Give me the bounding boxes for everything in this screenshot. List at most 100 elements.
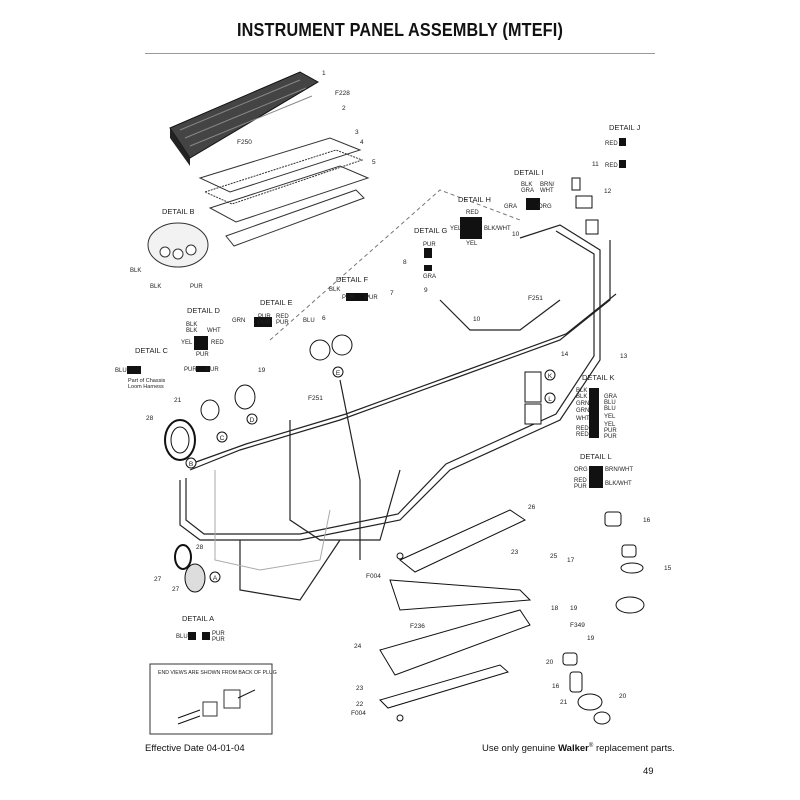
page-title: INSTRUMENT PANEL ASSEMBLY (MTEFI) xyxy=(236,20,564,40)
detail-f-w3: PUR xyxy=(365,295,378,301)
detail-k-r4-r: YEL xyxy=(604,422,616,428)
inset-box xyxy=(149,663,273,735)
detail-f-title: DETAIL F xyxy=(336,275,369,284)
callout-18: 18 xyxy=(551,605,559,612)
dash-outline xyxy=(214,470,331,571)
detail-l-w5: BLK/WHT xyxy=(605,481,632,487)
callout-19: 19 xyxy=(258,367,266,374)
registered-mark: ® xyxy=(588,743,594,749)
callout-19c: 19 xyxy=(587,635,595,642)
detail-e-w6: BLU xyxy=(303,318,315,324)
callout-1: 1 xyxy=(322,70,326,77)
detail-k-title: DETAIL K xyxy=(582,373,615,382)
detail-j-title: DETAIL J xyxy=(609,123,641,132)
detail-i-w4: WHT xyxy=(540,188,554,194)
callout-27: 27 xyxy=(154,576,162,583)
marker-e: E xyxy=(336,370,341,377)
callout-10b: 10 xyxy=(473,316,481,323)
detail-d-w6: PUR xyxy=(196,352,209,358)
detail-k-r4-l: WHT xyxy=(576,416,590,422)
gauge-28 xyxy=(164,419,196,461)
callout-f228: F228 xyxy=(335,90,350,97)
callout-28: 28 xyxy=(146,415,154,422)
callout-28b: 28 xyxy=(196,544,204,551)
callout-23: 23 xyxy=(511,549,519,556)
detail-k-r1-r: BLU xyxy=(604,400,616,406)
detail-i-w2: GRA xyxy=(521,188,534,194)
callout-21: 21 xyxy=(174,397,182,404)
detail-e-w1: GRN xyxy=(232,318,245,324)
marker-l: L xyxy=(548,396,552,403)
detail-c-w1: BLU xyxy=(115,368,127,374)
detail-i-w3: BRN/ xyxy=(540,182,555,188)
wire-harness xyxy=(179,224,617,601)
callout-21b: 21 xyxy=(560,699,568,706)
gauge-27 xyxy=(174,544,206,593)
switch-parts-right xyxy=(562,511,645,725)
detail-b-w1: BLK xyxy=(130,268,141,274)
page-number: 49 xyxy=(643,766,654,777)
detail-a-title: DETAIL A xyxy=(182,614,214,623)
detail-k-r5-r: PUR xyxy=(604,428,617,434)
detail-h-w4: YEL xyxy=(466,241,478,247)
detail-k-r5-l: RED xyxy=(576,426,589,432)
callout-11: 11 xyxy=(592,161,599,168)
title-rule xyxy=(145,53,655,54)
callout-f251b: F251 xyxy=(308,395,323,402)
callout-f004: F004 xyxy=(366,573,381,580)
detail-k-r0-r: GRA xyxy=(604,394,617,400)
callout-8: 8 xyxy=(403,259,407,266)
callout-7: 7 xyxy=(390,290,394,297)
detail-f-w1: BLK xyxy=(329,287,340,293)
detail-d-w5: RED xyxy=(211,340,224,346)
key-switch-19 xyxy=(234,384,256,410)
detail-b-w3: PUR xyxy=(190,284,203,290)
detail-h-title: DETAIL H xyxy=(458,195,491,204)
detail-i-w5: GRA xyxy=(504,204,517,210)
callout-10: 10 xyxy=(512,231,520,238)
detail-c-note1: Part of Chassis xyxy=(128,378,166,384)
detail-d-title: DETAIL D xyxy=(187,306,221,315)
fastener-f004 xyxy=(396,552,404,722)
sensors-right xyxy=(571,177,599,235)
callout-3: 3 xyxy=(355,129,359,136)
detail-f-w2: PUR xyxy=(342,295,355,301)
detail-d-w7: PUR xyxy=(184,367,197,373)
callout-f349: F349 xyxy=(570,622,585,629)
detail-c-note2: Loom Harness xyxy=(128,384,164,390)
detail-k-r3-r: YEL xyxy=(604,414,616,420)
callout-20b: 20 xyxy=(619,693,627,700)
callout-2: 2 xyxy=(342,105,346,112)
detail-d-w1: BLK xyxy=(186,322,197,328)
marker-b: B xyxy=(189,461,193,468)
callout-f251: F251 xyxy=(528,295,543,302)
side-panels xyxy=(379,509,532,709)
detail-d-w8: PUR xyxy=(206,367,219,373)
brand-name: Walker xyxy=(558,743,589,755)
detail-k-r1-l: BLK xyxy=(576,394,587,400)
callout-f250: F250 xyxy=(237,139,252,146)
callout-17: 17 xyxy=(567,557,575,564)
detail-j-w2: RED xyxy=(605,163,618,169)
footer-tagline: Use only genuine Walker® replacement par… xyxy=(482,743,675,754)
detail-k-r0-l: BLK xyxy=(576,388,587,394)
detail-e-w4: RED xyxy=(276,314,289,320)
callout-25: 25 xyxy=(550,553,558,560)
connector-k-l xyxy=(524,371,542,425)
connector-glyphs xyxy=(127,138,626,640)
detail-k-r2-r: BLU xyxy=(604,406,616,412)
detail-g-w2: GRA xyxy=(423,274,436,280)
detail-l-w4: PUR xyxy=(574,484,587,490)
callout-6: 6 xyxy=(322,315,326,322)
detail-i-title: DETAIL I xyxy=(514,168,544,177)
detail-i-w6: ORG xyxy=(538,204,552,210)
detail-b-w2: BLK xyxy=(150,284,161,290)
callout-12: 12 xyxy=(604,188,612,195)
instrument-pod xyxy=(169,71,320,166)
callout-19b: 19 xyxy=(570,605,578,612)
callout-4: 4 xyxy=(360,139,364,146)
detail-l-title: DETAIL L xyxy=(580,452,612,461)
callout-22: 22 xyxy=(356,701,364,708)
detail-d-w3: WHT xyxy=(207,328,221,334)
